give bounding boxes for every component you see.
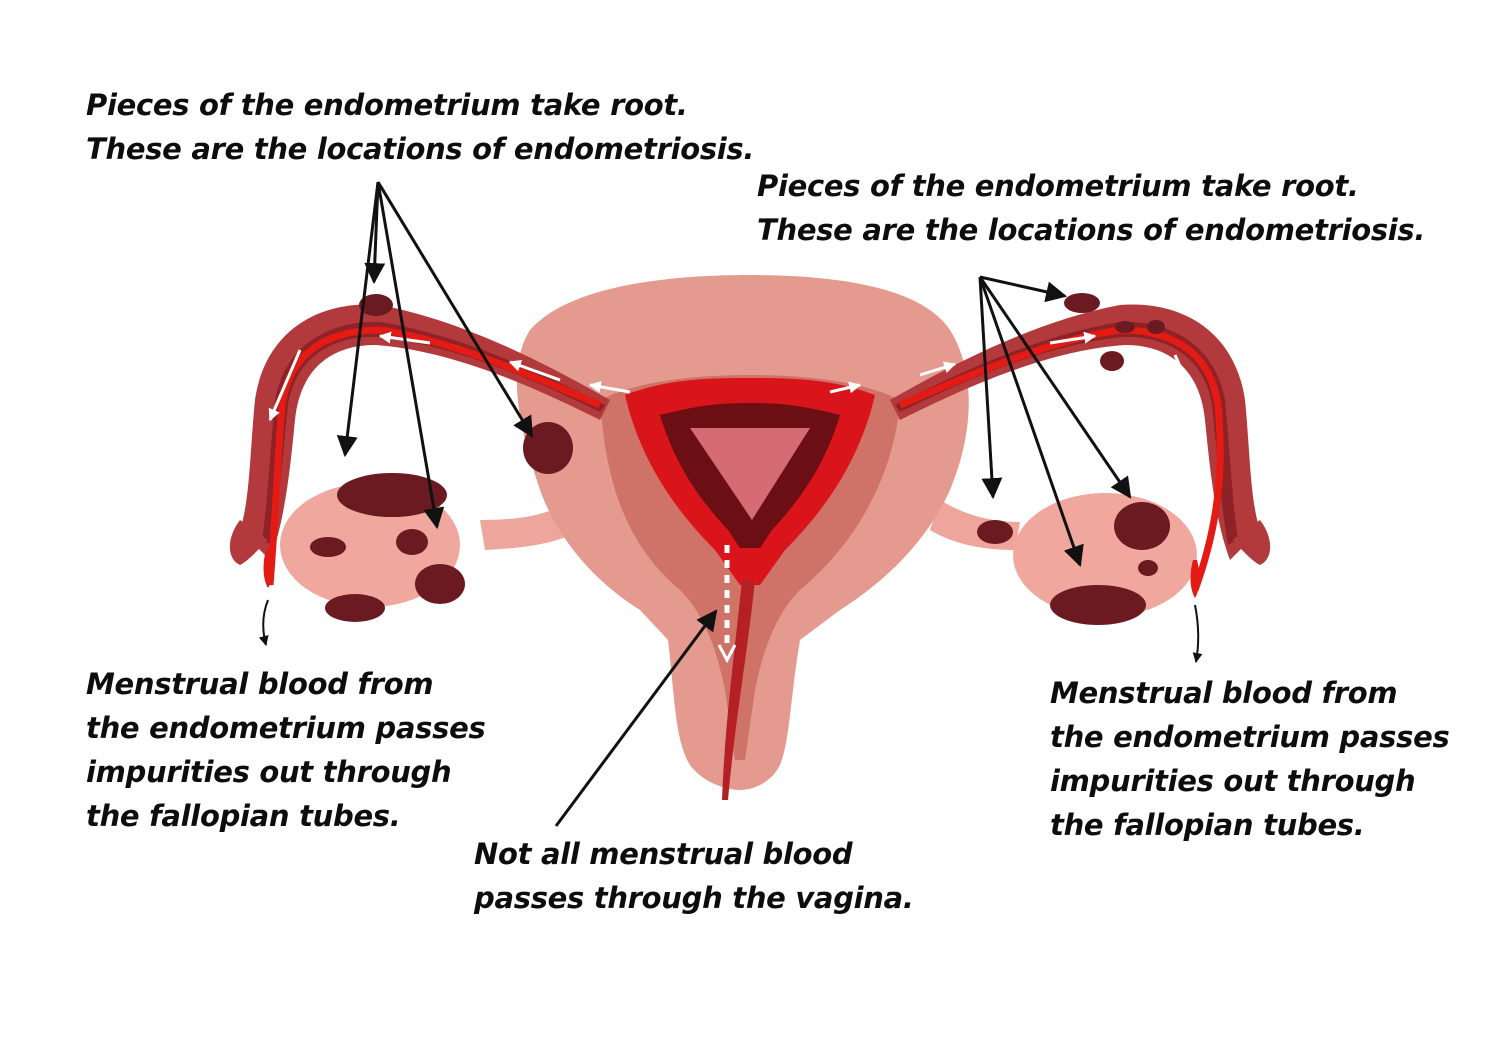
label-bottom-right-line2: the endometrium passes xyxy=(1050,720,1450,754)
left-ovary-lesions xyxy=(310,473,465,622)
label-bottom-left-line4: the fallopian tubes. xyxy=(86,799,401,833)
label-bottom-center-line2: passes through the vagina. xyxy=(474,881,914,915)
label-bottom-right: Menstrual blood from the endometrium pas… xyxy=(1050,671,1450,847)
top-right-arrows xyxy=(978,275,1132,567)
label-bottom-center: Not all menstrual blood passes through t… xyxy=(474,832,914,920)
label-bottom-left: Menstrual blood from the endometrium pas… xyxy=(86,662,486,838)
label-top-left: Pieces of the endometrium take root. The… xyxy=(86,83,754,171)
left-tube-blood xyxy=(266,326,602,586)
drip-arrows xyxy=(258,599,1203,663)
label-bottom-left-line3: impurities out through xyxy=(86,755,452,789)
blood-drips xyxy=(263,550,1200,598)
label-top-right: Pieces of the endometrium take root. The… xyxy=(757,164,1425,252)
label-top-left-line1: Pieces of the endometrium take root. xyxy=(86,88,688,122)
right-fimbriae xyxy=(1232,520,1271,565)
right-tube-blood xyxy=(898,326,1224,592)
label-top-right-line2: These are the locations of endometriosis… xyxy=(757,213,1426,247)
label-bottom-center-line1: Not all menstrual blood xyxy=(474,837,853,871)
label-bottom-left-line1: Menstrual blood from xyxy=(86,667,434,701)
center-arrow xyxy=(554,609,718,827)
label-bottom-right-line4: the fallopian tubes. xyxy=(1050,808,1365,842)
uterine-lumen xyxy=(690,428,810,520)
left-fimbriae xyxy=(229,520,268,565)
label-top-right-line1: Pieces of the endometrium take root. xyxy=(757,169,1359,203)
cervical-canal xyxy=(722,580,755,800)
label-bottom-left-line2: the endometrium passes xyxy=(86,711,486,745)
tube-lesions xyxy=(359,293,1165,474)
blood-flow-arrow xyxy=(717,644,737,664)
label-top-left-line2: These are the locations of endometriosis… xyxy=(86,132,755,166)
label-bottom-right-line1: Menstrual blood from xyxy=(1050,676,1398,710)
label-bottom-right-line3: impurities out through xyxy=(1050,764,1416,798)
top-left-arrows xyxy=(336,181,534,530)
right-ovary-lesions xyxy=(977,502,1170,625)
